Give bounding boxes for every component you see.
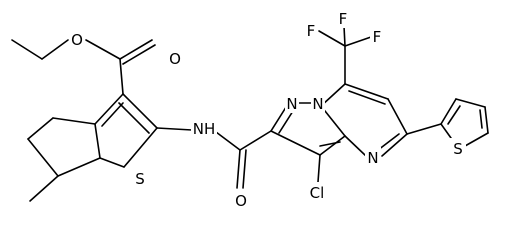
atom-label-n-pyrazole-1: N <box>286 95 297 113</box>
bond <box>11 39 43 60</box>
atom-o-ester: O <box>69 29 85 49</box>
bond <box>447 105 461 125</box>
bond <box>215 131 241 151</box>
structure-canvas: O O S NH O N N N <box>11 8 489 210</box>
bond <box>94 123 101 159</box>
bond <box>348 90 386 105</box>
bond <box>319 135 346 156</box>
atom-label-nh: NH <box>193 120 216 138</box>
bond <box>318 30 346 47</box>
bond <box>57 157 101 177</box>
atom-s-thienyl: S <box>450 138 466 158</box>
bond <box>464 132 489 147</box>
bond <box>123 127 158 168</box>
bond <box>270 130 321 156</box>
atom-labels: O O S NH O N N N <box>69 8 466 210</box>
atom-label-o-ester: O <box>71 31 83 49</box>
bond <box>119 39 153 60</box>
atom-nh: NH <box>191 118 217 138</box>
atom-label-o-amide: O <box>235 192 247 210</box>
bond <box>344 36 372 47</box>
bond <box>122 93 158 129</box>
bond <box>239 130 272 151</box>
atom-label-f-right: F <box>373 28 382 46</box>
bond <box>94 93 124 125</box>
atom-f-top: F <box>336 8 350 28</box>
bond <box>52 117 96 125</box>
atom-label-f-top: F <box>339 10 348 28</box>
atom-n-pyrimidine: N <box>365 147 381 167</box>
bond <box>122 44 156 65</box>
atom-cl: Cl <box>305 182 329 202</box>
bonds <box>11 25 489 202</box>
bond <box>156 127 193 131</box>
bond <box>344 135 367 157</box>
atom-o-amide: O <box>233 190 249 210</box>
bond <box>119 58 124 95</box>
bond <box>27 117 54 140</box>
atom-label-n-pyrimidine: N <box>367 149 378 167</box>
atom-label-f-left: F <box>307 22 316 40</box>
atom-label-cl: Cl <box>310 184 325 202</box>
bond <box>101 102 124 127</box>
atom-label-n-bridge: N <box>312 95 323 113</box>
bond <box>344 83 389 100</box>
bond <box>242 149 247 189</box>
bond <box>440 98 457 125</box>
bond <box>27 138 59 177</box>
bond <box>377 133 400 151</box>
atom-n-pyrazole-1: N <box>285 93 299 113</box>
bond <box>118 102 150 134</box>
atom-f-right: F <box>370 26 384 46</box>
bond <box>440 123 452 139</box>
molecule-structure: O O S NH O N N N <box>11 8 489 210</box>
bond <box>278 110 294 134</box>
bond <box>484 106 489 134</box>
bond <box>455 98 486 108</box>
bond <box>406 123 442 135</box>
bond <box>99 157 125 168</box>
bond <box>317 154 321 183</box>
bond <box>236 149 241 189</box>
atom-n-bridge: N <box>311 93 325 113</box>
bond <box>381 133 408 157</box>
atom-label-o-carbonyl: O <box>169 50 181 68</box>
bond <box>85 39 121 60</box>
atom-label-s-thienyl: S <box>453 140 463 158</box>
bond <box>387 98 408 135</box>
bond <box>41 39 69 60</box>
bond <box>29 175 59 202</box>
atom-label-s-thiophene: S <box>135 170 145 188</box>
atom-o-carbonyl: O <box>167 48 183 68</box>
bond <box>343 25 346 47</box>
atom-f-left: F <box>304 20 318 40</box>
bond <box>479 109 483 129</box>
bond <box>319 141 341 147</box>
atom-s-thiophene: S <box>132 168 148 188</box>
